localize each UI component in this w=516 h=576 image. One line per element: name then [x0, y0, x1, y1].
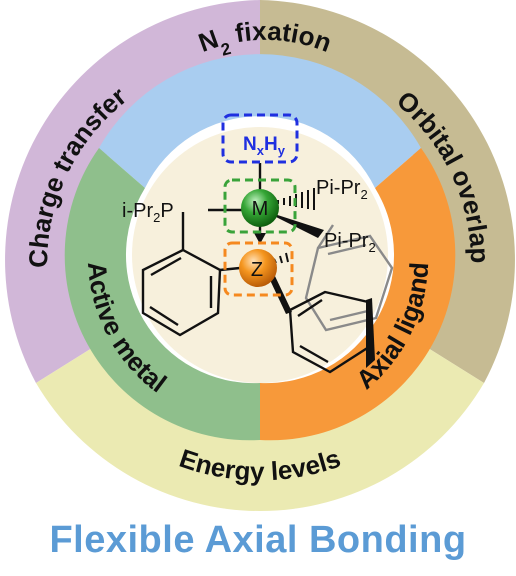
axial-label: Z [251, 259, 263, 281]
back-phenyl-ring [304, 224, 394, 332]
nxhy-label: NxHy [243, 134, 286, 158]
metal-highlight-box [223, 178, 297, 234]
axial-highlight-box [223, 241, 294, 297]
inner-sector-active-metal [64, 148, 261, 441]
left-phenyl-ring [141, 212, 241, 337]
metal-z-arrow [254, 233, 266, 244]
footer-title: Flexible Axial Bonding [49, 519, 467, 561]
axial-sphere [239, 249, 277, 287]
ligand-right-mid-label: Pi-Pr2 [324, 230, 376, 255]
front-ring-wedge [366, 298, 375, 368]
inner-sector-axial-ligand [260, 148, 456, 441]
outer-sector-energy-levels [36, 343, 484, 511]
z-aryl-wedge [270, 274, 292, 314]
ligand-right-top-label: Pi-Pr2 [316, 177, 368, 202]
inner-sector-n2-fixation [99, 54, 421, 189]
ligand-left-label: i-Pr2P [122, 200, 174, 225]
metal-sphere [241, 189, 279, 227]
metal-label: M [252, 198, 269, 220]
axial-phosphine-wedge [262, 210, 324, 238]
nxhy-highlight-box [221, 113, 299, 164]
